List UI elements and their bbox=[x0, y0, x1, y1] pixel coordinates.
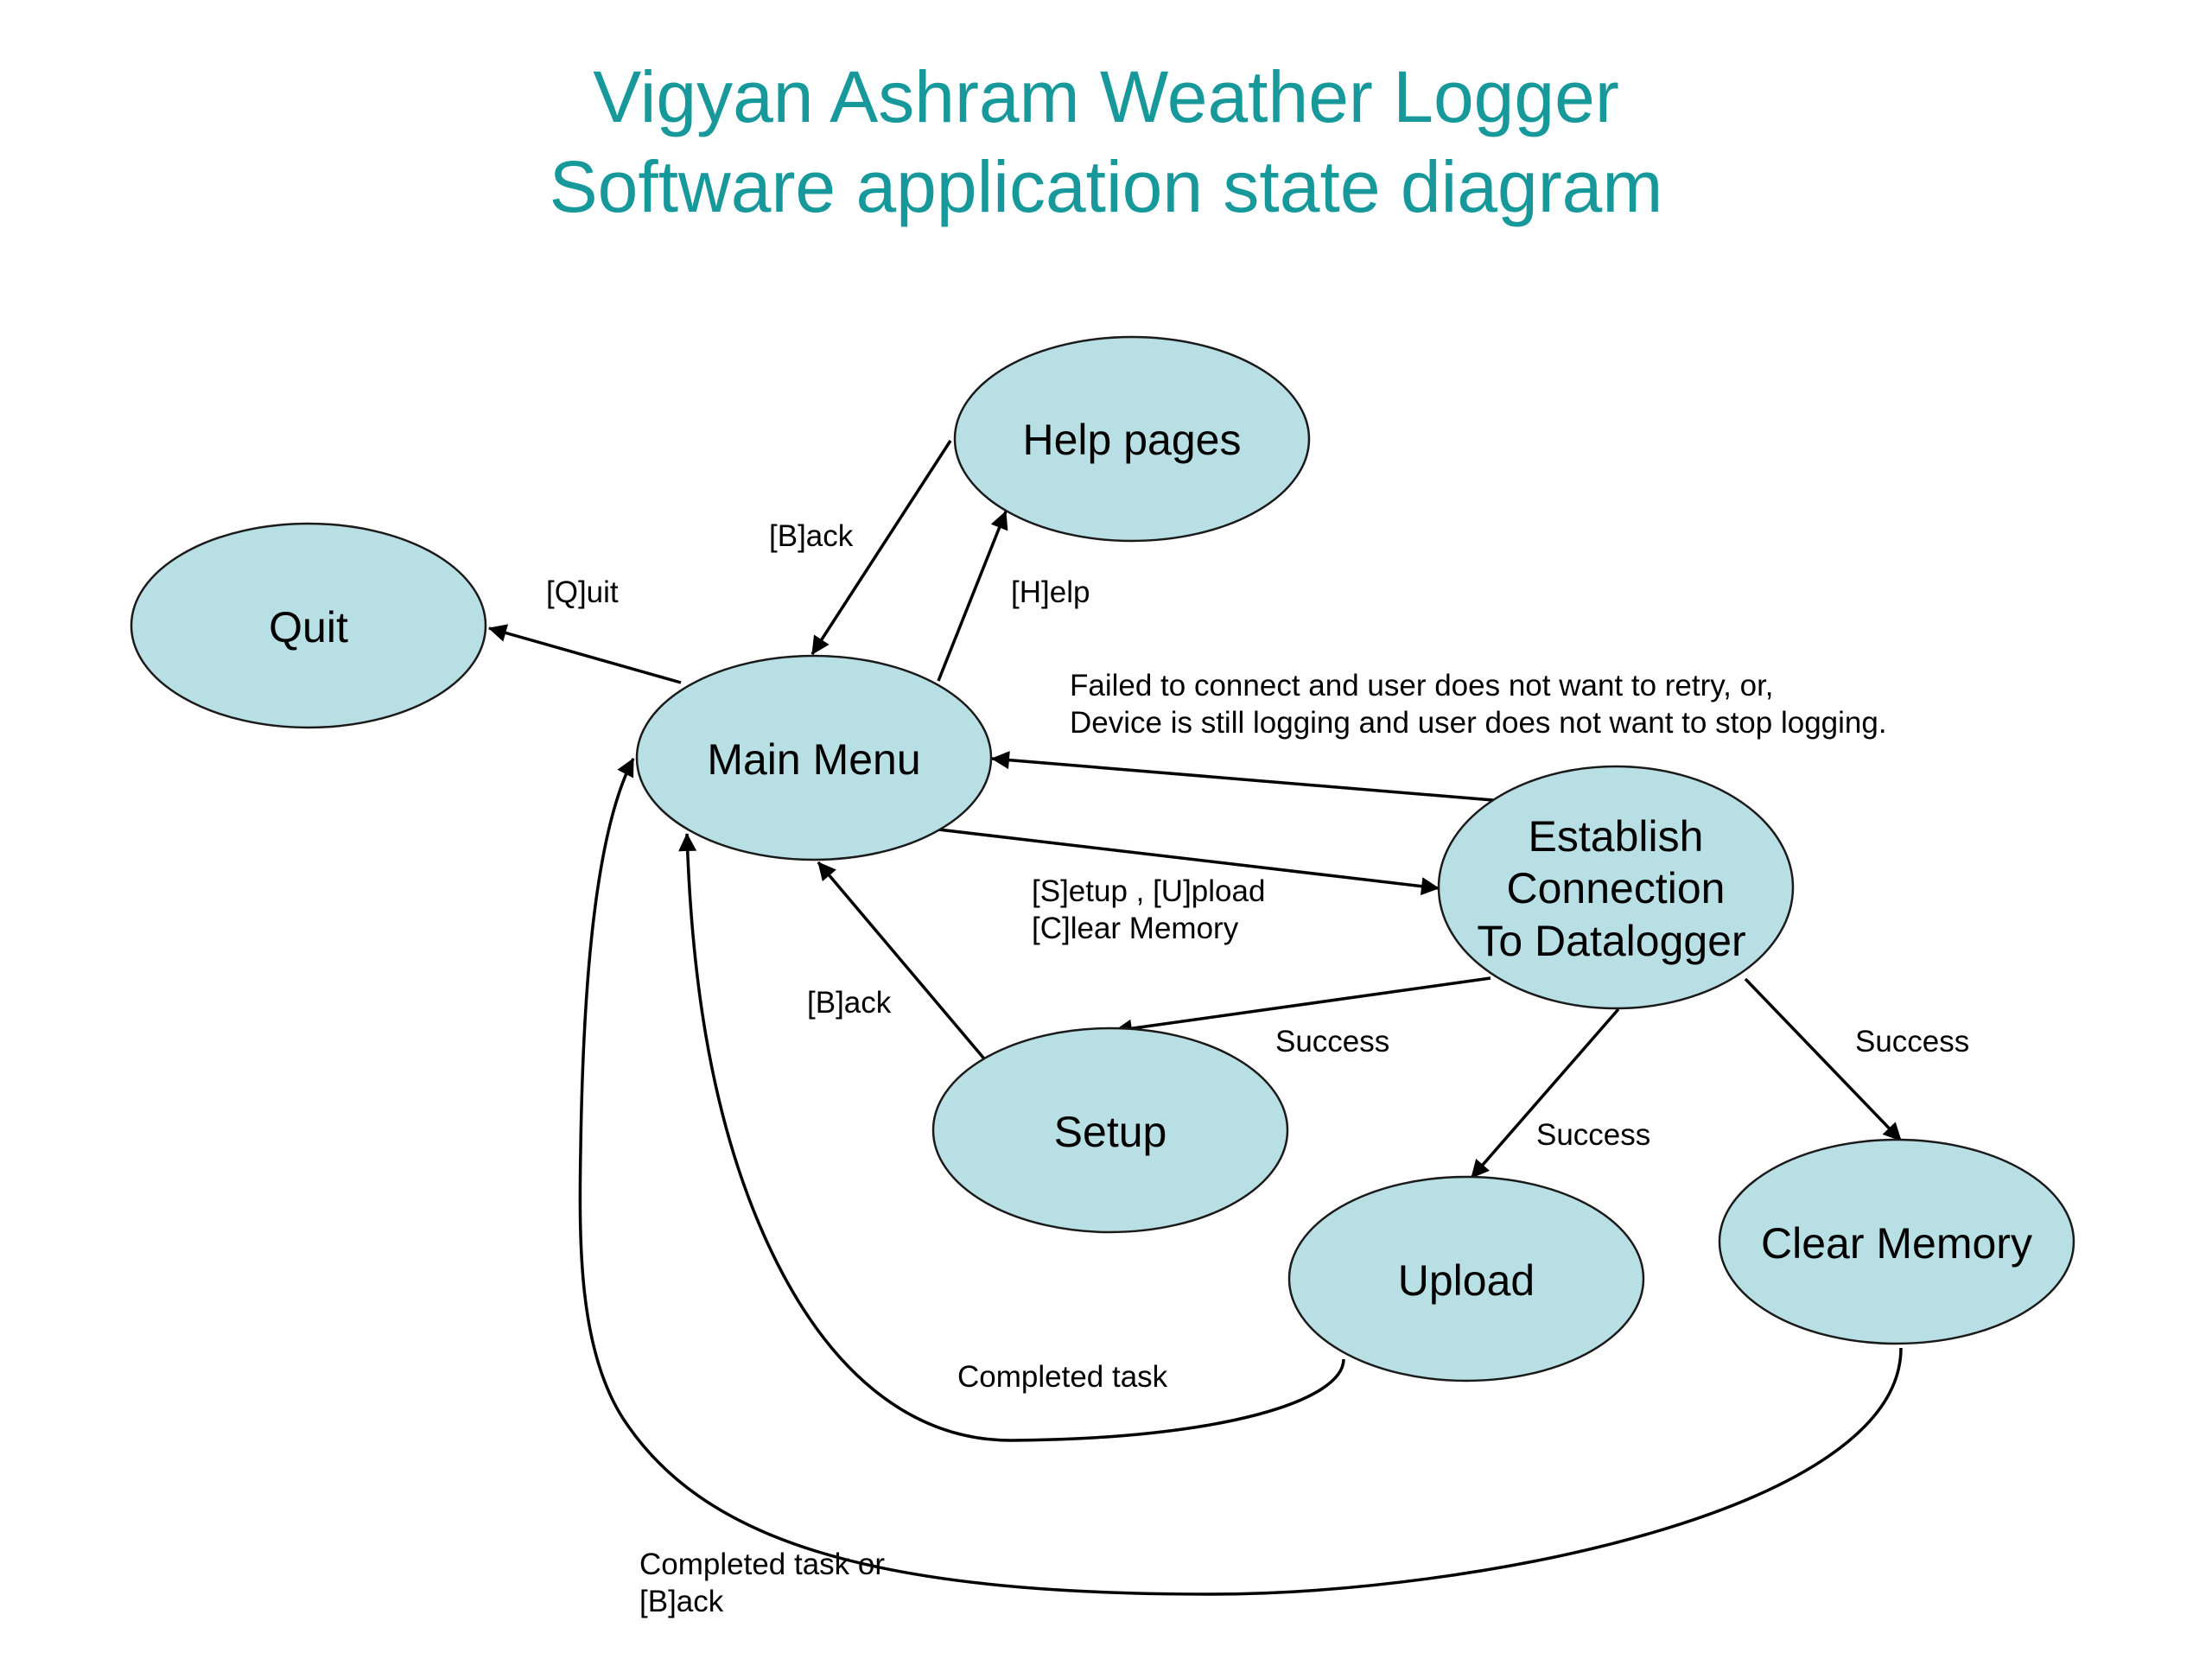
edge-establish-fail bbox=[990, 751, 1494, 802]
clear-memory-node bbox=[1718, 1138, 2075, 1345]
edge-main-quit bbox=[487, 624, 682, 684]
title-line-1: Vigyan Ashram Weather Logger bbox=[593, 56, 1619, 137]
label-upload-done: Completed task bbox=[957, 1360, 1168, 1394]
main-menu-label: Main Menu bbox=[707, 735, 920, 784]
main-menu-node bbox=[635, 654, 993, 861]
help-pages-label: Help pages bbox=[1023, 416, 1242, 464]
edge-establish-upload bbox=[1470, 1007, 1620, 1179]
edge-upload-done bbox=[678, 832, 1345, 1442]
label-main-establish-line-2: [C]lear Memory bbox=[1032, 912, 1239, 945]
setup-node bbox=[931, 1027, 1289, 1234]
label-main-help: [H]elp bbox=[1011, 575, 1090, 609]
quit-node bbox=[130, 522, 487, 729]
upload-node bbox=[1287, 1175, 1645, 1382]
title-line-2: Software application state diagram bbox=[549, 146, 1663, 227]
edge-main-establish bbox=[938, 828, 1440, 896]
label-help-back: [B]ack bbox=[769, 519, 854, 553]
label-main-establish-line-1: [S]etup , [U]pload bbox=[1032, 874, 1265, 908]
label-main-quit: [Q]uit bbox=[546, 575, 619, 609]
edges bbox=[487, 440, 1903, 1596]
edge-establish-setup bbox=[1113, 976, 1491, 1038]
state-help-pages: Help pages bbox=[953, 335, 1311, 543]
setup-label: Setup bbox=[1054, 1108, 1167, 1156]
quit-label: Quit bbox=[269, 603, 348, 652]
state-setup: Setup bbox=[931, 1027, 1289, 1234]
label-clear-done-line-1: Completed task or bbox=[639, 1548, 885, 1581]
upload-label: Upload bbox=[1398, 1256, 1535, 1305]
state-quit: Quit bbox=[130, 522, 487, 729]
label-establish-fail-line-2: Device is still logging and user does no… bbox=[1070, 706, 1887, 740]
label-establish-fail-line-1: Failed to connect and user does not want… bbox=[1070, 669, 1774, 702]
state-main-menu: Main Menu bbox=[635, 654, 993, 861]
edge-main-help bbox=[937, 511, 1008, 682]
state-upload: Upload bbox=[1287, 1175, 1645, 1382]
clear-memory-label: Clear Memory bbox=[1761, 1219, 2032, 1268]
establish-label-line-2: Connection bbox=[1507, 864, 1726, 912]
edge-labels: [B]ack [H]elp [Q]uit Failed to connect a… bbox=[546, 519, 1969, 1618]
label-establish-setup: Success bbox=[1275, 1025, 1389, 1058]
edge-clear-done bbox=[578, 758, 1903, 1596]
establish-label-line-1: Establish bbox=[1529, 812, 1704, 861]
help-pages-node bbox=[953, 335, 1311, 543]
state-establish-connection: Establish Connection To Datalogger bbox=[1437, 765, 1795, 1010]
edge-help-back bbox=[810, 440, 952, 655]
edge-establish-clear bbox=[1744, 977, 1903, 1142]
label-establish-upload: Success bbox=[1536, 1118, 1650, 1152]
state-clear-memory: Clear Memory bbox=[1718, 1138, 2075, 1345]
label-setup-back: [B]ack bbox=[807, 986, 892, 1020]
label-clear-done-line-2: [B]ack bbox=[639, 1585, 724, 1618]
diagram-title: Vigyan Ashram Weather Logger Software ap… bbox=[0, 52, 2212, 232]
establish-label-line-3: To Datalogger bbox=[1477, 917, 1745, 965]
label-establish-clear: Success bbox=[1855, 1025, 1969, 1058]
edge-setup-back bbox=[817, 861, 989, 1065]
establish-connection-node bbox=[1437, 765, 1795, 1010]
